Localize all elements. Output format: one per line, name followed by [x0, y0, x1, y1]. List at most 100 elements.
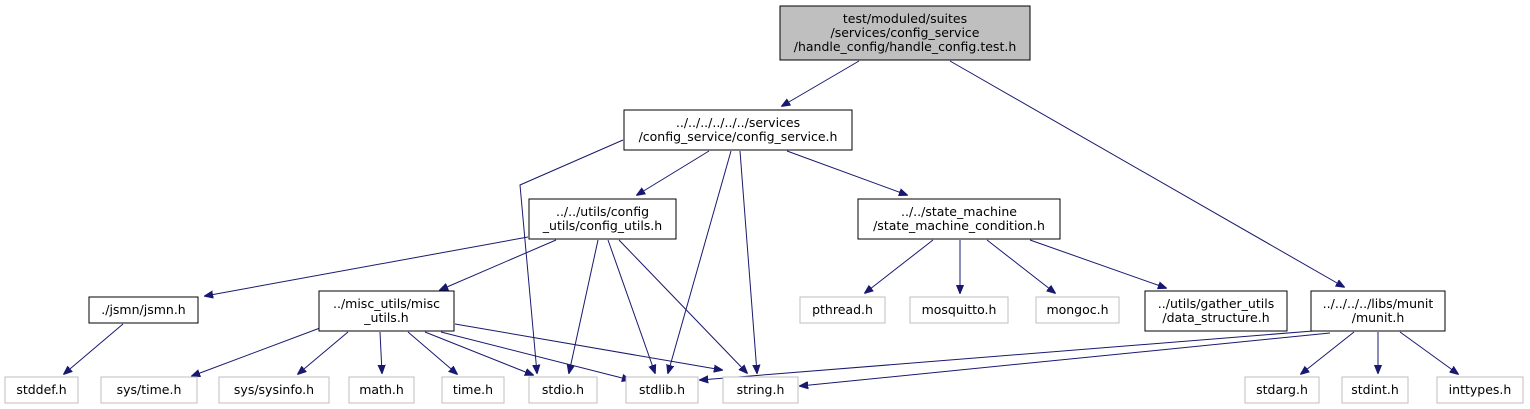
node-label-line: /munit.h	[1352, 310, 1405, 325]
node-jsmn[interactable]: ./jsmn/jsmn.h	[88, 296, 199, 324]
edge-config_utils-to-stdio	[569, 239, 599, 373]
edge-config_service-to-config_utils	[637, 150, 710, 195]
node-label-line: sys/time.h	[117, 382, 182, 397]
node-box	[441, 376, 505, 404]
node-mosquitto: mosquitto.h	[909, 296, 1009, 324]
node-box	[348, 376, 415, 404]
node-label-line: pthread.h	[812, 302, 873, 317]
node-misc_utils[interactable]: ../misc_utils/misc_utils.h	[318, 290, 455, 332]
edge-state_machine_condition-to-data_structure	[1029, 239, 1166, 288]
node-box	[1244, 376, 1320, 404]
edge-munit-to-string	[800, 332, 1331, 386]
node-label-line: ../../../../libs/munit	[1323, 296, 1434, 311]
node-box	[528, 376, 598, 404]
edge-root-to-config_service	[782, 60, 860, 106]
node-config_service[interactable]: ../../../../../../services/config_servic…	[623, 109, 853, 151]
node-stdint: stdint.h	[1341, 376, 1409, 404]
node-label-line: string.h	[737, 382, 785, 397]
node-label-line: stdint.h	[1351, 382, 1399, 397]
edge-state_machine_condition-to-pthread	[865, 239, 934, 293]
edge-misc_utils-to-string	[454, 323, 722, 370]
edge-munit-to-stdlib	[700, 330, 1314, 380]
node-box	[88, 296, 199, 324]
node-stdlib: stdlib.h	[625, 376, 699, 404]
node-label-line: math.h	[359, 382, 404, 397]
node-pthread: pthread.h	[799, 296, 886, 324]
node-systime: sys/time.h	[100, 376, 198, 404]
node-box	[1436, 376, 1524, 404]
node-time: time.h	[441, 376, 505, 404]
edge-misc_utils-to-stdlib	[440, 331, 630, 380]
node-box	[909, 296, 1009, 324]
node-label-line: /config_service/config_service.h	[639, 129, 838, 144]
node-label-line: ../../state_machine	[901, 204, 1017, 219]
edge-misc_utils-to-syssysinfo	[298, 331, 349, 374]
node-munit[interactable]: ../../../../libs/munit/munit.h	[1310, 290, 1446, 332]
node-label-line: ./jsmn/jsmn.h	[101, 302, 185, 317]
node-math: math.h	[348, 376, 415, 404]
node-stdarg: stdarg.h	[1244, 376, 1320, 404]
node-label-line: ../misc_utils/misc	[333, 296, 440, 311]
node-box	[218, 376, 330, 404]
node-box	[100, 376, 198, 404]
node-label-line: stddef.h	[16, 382, 66, 397]
edge-config_service-to-stdio	[519, 139, 624, 373]
edge-config_utils-to-string	[618, 239, 747, 373]
node-label-line: /state_machine_condition.h	[873, 218, 1045, 233]
edge-config_service-to-state_machine_condition	[786, 150, 907, 195]
edge-config_service-to-stdlib	[668, 150, 732, 373]
node-syssysinfo: sys/sysinfo.h	[218, 376, 330, 404]
edge-config_service-to-string	[739, 150, 757, 373]
node-label-line: ../../../../../../services	[676, 115, 800, 130]
node-box	[1310, 290, 1446, 332]
node-box	[623, 109, 853, 151]
node-label-line: test/moduled/suites	[843, 11, 967, 26]
edge-config_utils-to-stdlib	[607, 239, 655, 373]
node-label-line: ../utils/gather_utils	[1158, 296, 1274, 311]
node-state_machine_condition[interactable]: ../../state_machine/state_machine_condit…	[857, 198, 1061, 240]
node-stddef: stddef.h	[4, 376, 79, 404]
node-box	[1035, 296, 1120, 324]
node-box	[799, 296, 886, 324]
node-label-line: _utils/config_utils.h	[542, 218, 662, 233]
edge-config_utils-to-jsmn	[205, 236, 529, 296]
edge-root-to-munit	[949, 60, 1344, 287]
node-label-line: /services/config_service	[831, 25, 980, 40]
node-box	[4, 376, 79, 404]
edge-jsmn-to-stddef	[64, 323, 124, 374]
node-stdio: stdio.h	[528, 376, 598, 404]
node-label-line: stdio.h	[542, 382, 584, 397]
edge-misc_utils-to-systime	[192, 327, 321, 376]
node-box	[1341, 376, 1409, 404]
edge-misc_utils-to-stdio	[424, 331, 533, 375]
node-label-line: inttypes.h	[1449, 382, 1512, 397]
node-label-line: time.h	[453, 382, 493, 397]
node-config_utils[interactable]: ../../utils/config_utils/config_utils.h	[528, 198, 677, 240]
edge-misc_utils-to-time	[407, 331, 457, 374]
node-box	[528, 198, 677, 240]
edge-state_machine_condition-to-mongoc	[986, 239, 1055, 293]
node-mongoc: mongoc.h	[1035, 296, 1120, 324]
node-label-line: _utils.h	[363, 310, 408, 325]
edge-munit-to-inttypes	[1399, 331, 1458, 374]
node-label-line: sys/sysinfo.h	[234, 382, 314, 397]
node-label-line: /data_structure.h	[1162, 310, 1269, 325]
edge-munit-to-stdarg	[1301, 331, 1355, 374]
node-label-line: ../../utils/config	[556, 204, 649, 219]
node-data_structure[interactable]: ../utils/gather_utils/data_structure.h	[1144, 290, 1288, 332]
node-root[interactable]: test/moduled/suites/services/config_serv…	[779, 5, 1031, 61]
node-label-line: stdarg.h	[1256, 382, 1308, 397]
edges-layer	[64, 60, 1458, 386]
node-box	[625, 376, 699, 404]
node-label-line: mosquitto.h	[922, 302, 997, 317]
node-inttypes: inttypes.h	[1436, 376, 1524, 404]
node-label-line: stdlib.h	[639, 382, 685, 397]
node-label-line: /handle_config/handle_config.test.h	[794, 39, 1017, 54]
node-box	[722, 376, 799, 404]
edge-config_utils-to-misc_utils	[440, 239, 557, 290]
node-string: string.h	[722, 376, 799, 404]
node-box	[857, 198, 1061, 240]
edge-misc_utils-to-math	[380, 331, 382, 373]
node-box	[318, 290, 455, 332]
